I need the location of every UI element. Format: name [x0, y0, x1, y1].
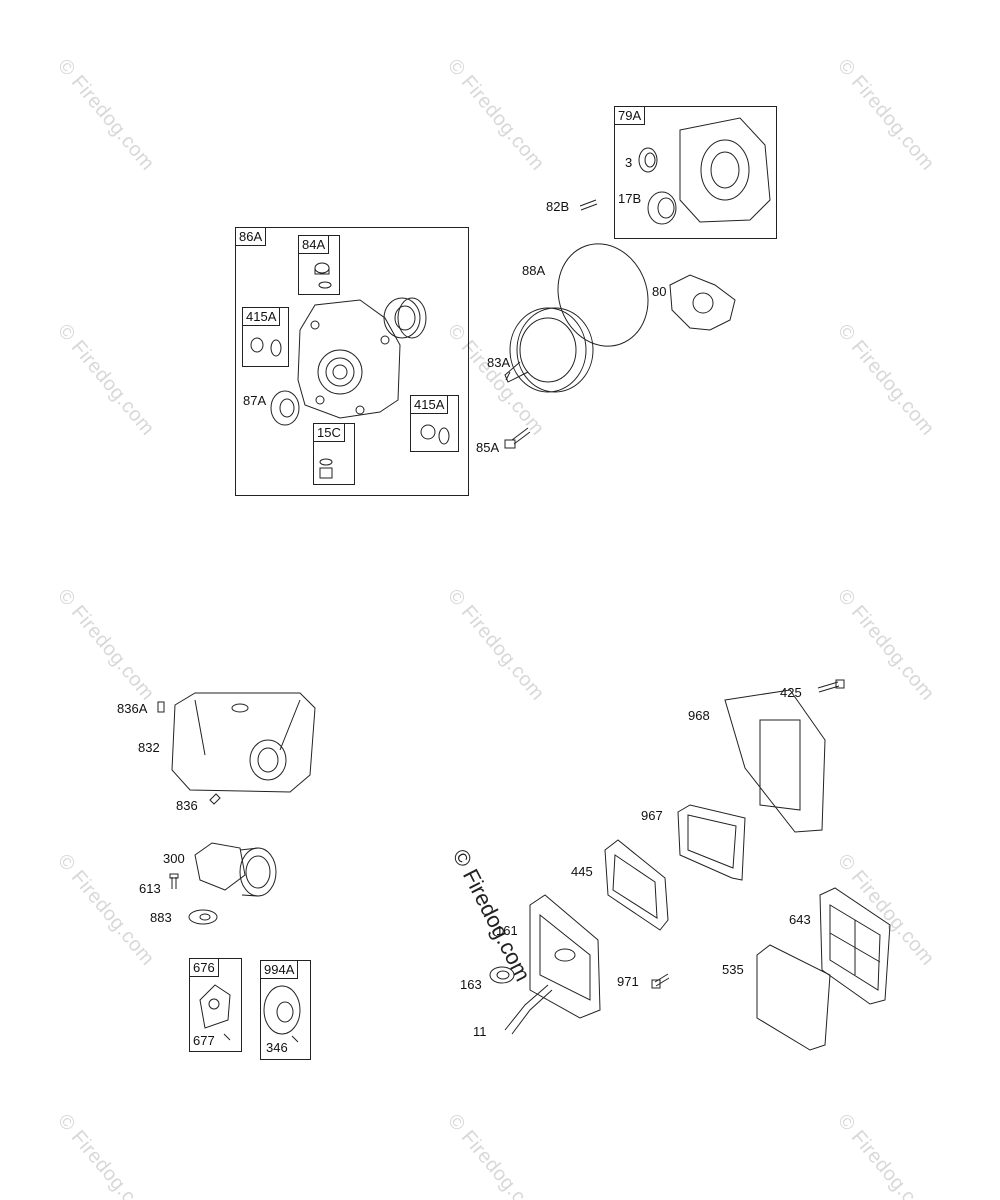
plug-84A-drawing	[315, 263, 331, 288]
callout-3: 3	[625, 155, 633, 170]
callout-80: 80	[652, 284, 667, 299]
muffler-300-drawing	[195, 843, 276, 896]
assembly-box-676: 676	[189, 958, 242, 1052]
screw-836A-drawing	[158, 702, 164, 712]
assembly-box-15C: 15C	[313, 423, 355, 485]
callout-11: 11	[473, 1024, 487, 1039]
callout-415A: 415A	[410, 395, 449, 414]
element-535-drawing	[757, 945, 830, 1050]
filter-967-drawing	[678, 805, 745, 880]
callout-346: 346	[266, 1040, 288, 1055]
callout-87A: 87A	[243, 393, 267, 408]
callout-86A: 86A	[235, 227, 267, 246]
assembly-box-79A: 79A	[614, 106, 777, 239]
assembly-box-84A: 84A	[298, 235, 340, 295]
seal-3-drawing	[639, 148, 657, 172]
assembly-box-86A: 86A	[235, 227, 469, 496]
callout-82B: 82B	[546, 199, 570, 214]
base-161-drawing	[530, 895, 600, 1018]
gasket-88A-drawing	[544, 231, 662, 359]
screw-425-drawing	[818, 680, 844, 692]
callout-836: 836	[176, 798, 198, 813]
callout-968: 968	[688, 708, 710, 723]
guard-676-drawing	[200, 985, 230, 1028]
callout-445: 445	[571, 864, 593, 879]
callout-613: 613	[139, 881, 161, 896]
assembly-box-415A-right: 415A	[410, 395, 459, 452]
bolt-82B-drawing	[580, 200, 597, 210]
seal-163-drawing	[490, 967, 514, 983]
callout-79A: 79A	[614, 106, 646, 125]
plug-415A-left-drawing	[251, 338, 281, 356]
plate-80-drawing	[670, 275, 735, 330]
guard-994A-drawing	[264, 986, 300, 1034]
callout-677: 677	[193, 1033, 215, 1048]
gasket-883-drawing	[189, 910, 217, 924]
callout-883: 883	[150, 910, 172, 925]
callout-967: 967	[641, 808, 663, 823]
callout-535: 535	[722, 962, 744, 977]
callout-994A: 994A	[260, 960, 299, 979]
screw-971-drawing	[652, 974, 669, 988]
tube-11-drawing	[505, 985, 552, 1034]
callout-161: 161	[496, 923, 518, 938]
callout-836A: 836A	[117, 701, 148, 716]
assembly-box-415A-left: 415A	[242, 307, 289, 367]
callout-415A: 415A	[242, 307, 281, 326]
assembly-box-994A: 994A	[260, 960, 311, 1060]
callout-85A: 85A	[476, 440, 500, 455]
callout-163: 163	[460, 977, 482, 992]
crankcase-cover-drawing	[298, 300, 400, 418]
housing-832-drawing	[172, 693, 315, 792]
screw-677-drawing	[224, 1034, 230, 1040]
callout-15C: 15C	[313, 423, 345, 442]
bearing-17B-drawing	[648, 192, 676, 224]
plug-15C-drawing	[320, 459, 332, 478]
screw-613-drawing	[170, 874, 178, 889]
callout-17B: 17B	[618, 191, 642, 206]
seal-87A-drawing	[271, 391, 299, 425]
crankshaft-drawing	[505, 308, 593, 392]
callout-971: 971	[617, 974, 639, 989]
screw-346-drawing	[292, 1036, 298, 1042]
callout-832: 832	[138, 740, 160, 755]
callout-83A: 83A	[487, 355, 511, 370]
callout-300: 300	[163, 851, 185, 866]
bolt-85A-drawing	[505, 428, 530, 448]
flange-79A-drawing	[680, 118, 770, 222]
screw-836-drawing	[210, 794, 220, 804]
plug-415A-right-drawing	[421, 425, 449, 444]
prefilter-643-drawing	[820, 888, 890, 1004]
callout-88A: 88A	[522, 263, 546, 278]
bearing-drawing	[384, 298, 426, 338]
callout-643: 643	[789, 912, 811, 927]
callout-676: 676	[189, 958, 219, 977]
callout-425: 425	[780, 685, 802, 700]
filter-445-drawing	[605, 840, 668, 930]
cover-968-drawing	[725, 690, 825, 832]
callout-84A: 84A	[298, 235, 330, 254]
